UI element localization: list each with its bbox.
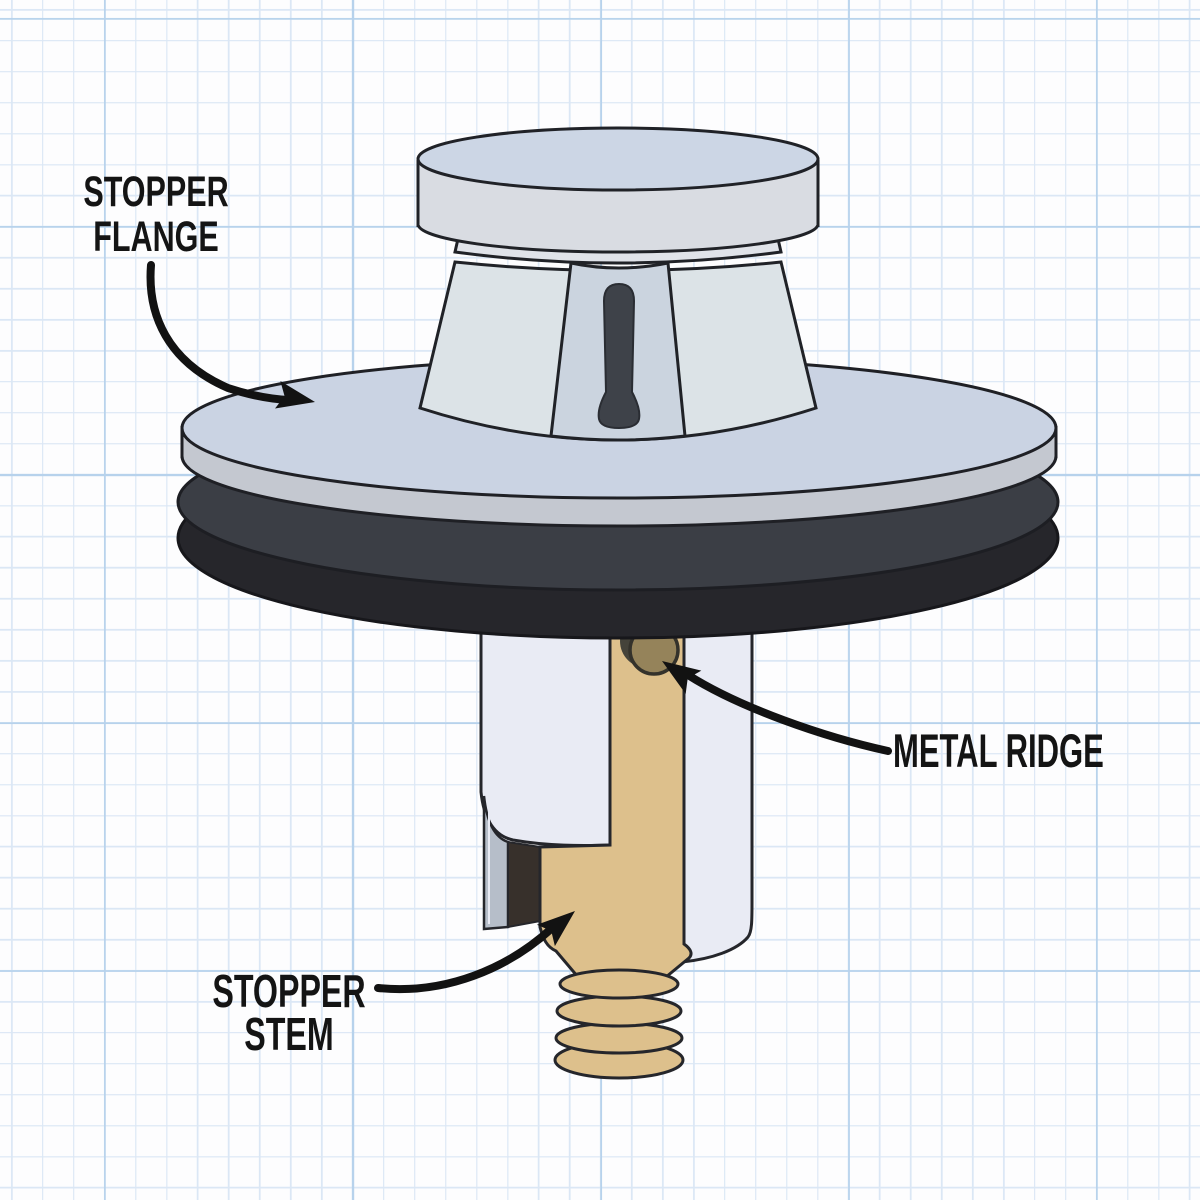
stem-arrow-line: [374, 925, 555, 993]
label-stopper-stem: STOPPER STEM: [205, 965, 373, 1060]
label-stopper-stem-line2: STEM: [244, 1008, 334, 1060]
sleeve-right: [680, 593, 754, 964]
stem-arrow-head: [536, 911, 575, 947]
knob-top-face: [416, 126, 820, 192]
label-metal-ridge: METAL RIDGE: [893, 727, 1104, 774]
flap-shadow: [507, 840, 541, 929]
label-metal-ridge-text: METAL RIDGE: [893, 724, 1104, 777]
ridge-arrow-line: [684, 671, 892, 755]
stopper-cone: [418, 260, 818, 442]
flange-arrow-head: [275, 381, 315, 409]
label-stopper-flange: STOPPER FLANGE: [71, 170, 241, 260]
knob: [416, 126, 820, 254]
thread-lobe-2: [555, 994, 683, 1028]
ridge-arrow-head: [662, 661, 702, 694]
label-stopper-flange-line1: STOPPER: [83, 168, 229, 216]
label-stopper-stem-line1: STOPPER: [212, 965, 366, 1017]
flange-arrow-line: [146, 261, 292, 404]
thread-lobe-1: [558, 968, 680, 1000]
callout-arrows: [146, 261, 892, 993]
stem-assembly: [479, 593, 754, 1080]
label-stopper-flange-line2: FLANGE: [93, 213, 219, 261]
cone-slot: [597, 282, 641, 430]
stem-threads: [553, 968, 685, 1080]
